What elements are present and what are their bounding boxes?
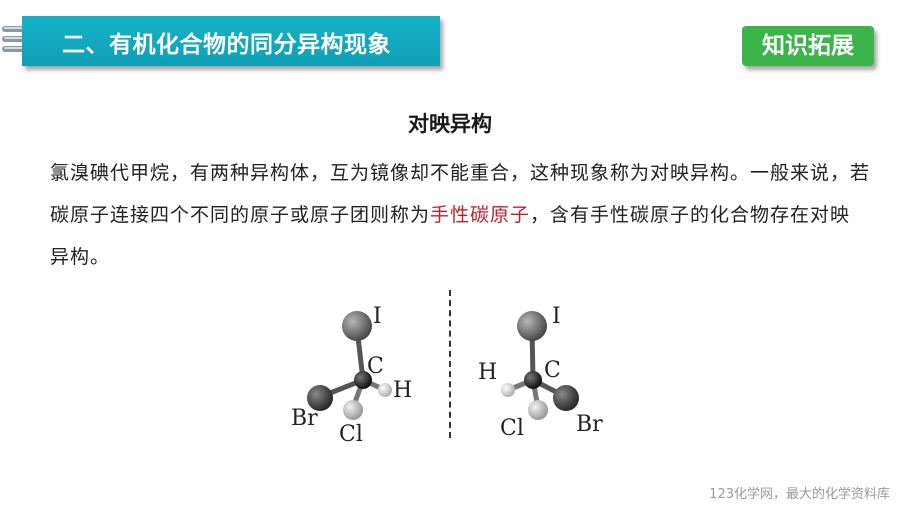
section-heading: 对映异构 [408,112,492,136]
label-hydrogen: H [393,378,413,403]
paragraph-text: 氯溴碘代甲烷，有两种异构体，互为镜像却不能重合，这种现象称为对映异构。一般来说，… [50,162,871,226]
molecule-left: I C H Br Cl [285,290,485,460]
molecule-right: I C H Br Cl [470,290,670,460]
paragraph-text-end: ，含有手性碳原子的化合物存在对映异构。 [50,204,851,268]
carbon-atom [524,371,542,389]
label-iodine: I [373,304,382,329]
page-title: 二、有机化合物的同分异构现象 [62,32,391,58]
hydrogen-atom [378,383,392,397]
molecule-right-model [501,311,579,420]
body-paragraph: 氯溴碘代甲烷，有两种异构体，互为镜像却不能重合，这种现象称为对映异构。一般来说，… [50,152,870,278]
label-chlorine: Cl [500,416,524,441]
chlorine-atom [343,400,363,420]
bromine-atom [307,385,333,411]
label-hydrogen: H [478,360,498,385]
iodine-atom [342,311,372,341]
mirror-divider [449,290,451,438]
label-iodine: I [552,304,561,329]
chlorine-atom [528,400,548,420]
hydrogen-atom [501,383,515,397]
header-bar: 二、有机化合物的同分异构现象 [22,16,440,66]
label-chlorine: Cl [339,422,363,447]
label-bromine: Br [576,412,603,437]
footer-watermark: 123化学网，最大的化学资料库 [709,487,890,502]
molecule-left-model [307,311,392,420]
label-bromine: Br [291,406,318,431]
label-carbon: C [367,354,384,379]
knowledge-extension-badge: 知识拓展 [742,26,874,66]
bromine-atom [553,385,579,411]
carbon-atom [354,371,372,389]
label-carbon: C [544,358,561,383]
iodine-atom [517,311,547,341]
chiral-carbon-term: 手性碳原子 [430,204,531,226]
